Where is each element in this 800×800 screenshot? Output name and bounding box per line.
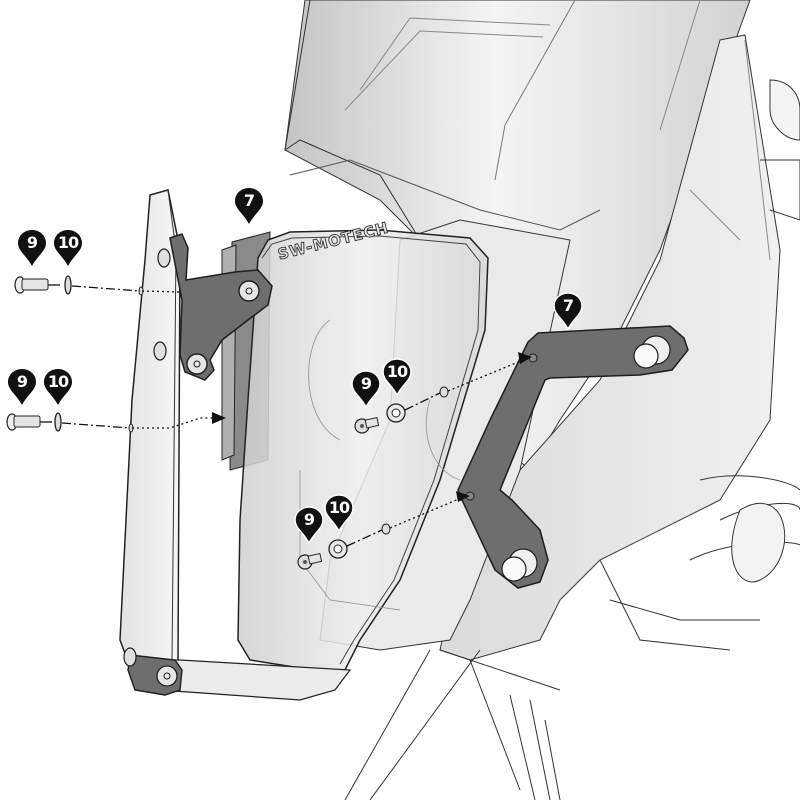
bracket-left [153, 233, 273, 381]
callout-part-9-screw: 9 [7, 368, 37, 406]
callout-label: 10 [57, 233, 79, 252]
screw-9-d [297, 552, 323, 570]
screw-9-c [354, 416, 380, 434]
callout-label: 7 [243, 191, 255, 210]
bracket-right [457, 325, 689, 589]
callout-part-9-screw: 9 [351, 370, 381, 408]
map-pin-marker-icon [382, 358, 412, 396]
callout-part-10-washer: 10 [382, 358, 412, 396]
callout-label: 10 [386, 362, 408, 381]
callout-label: 9 [303, 510, 315, 529]
washer-10-d [328, 539, 348, 559]
callout-part-9-screw: 9 [294, 506, 324, 544]
bracket-bottom-left [123, 647, 183, 696]
map-pin-marker-icon [44, 369, 72, 405]
callout-label: 10 [328, 498, 350, 517]
callout-label: 7 [562, 296, 574, 315]
callout-part-7-bracket-right: 7 [553, 292, 583, 330]
map-pin-marker-icon [54, 230, 82, 266]
callout-part-7-bracket-left: 7 [234, 187, 264, 225]
callout-part-10-washer: 10 [53, 229, 83, 267]
callout-part-10-washer: 10 [43, 368, 73, 406]
map-pin-marker-icon [294, 506, 324, 544]
washer-10-c [386, 403, 406, 423]
map-pin-marker-icon [18, 230, 46, 266]
map-pin-marker-icon [553, 292, 583, 330]
callout-label: 10 [47, 372, 69, 391]
washer-10-b [54, 412, 62, 432]
map-pin-marker-icon [351, 370, 381, 408]
washer-10-a [64, 275, 72, 295]
callout-label: 9 [360, 374, 372, 393]
callout-part-9-screw: 9 [17, 229, 47, 267]
callout-label: 9 [26, 233, 38, 252]
map-pin-marker-icon [8, 369, 36, 405]
map-pin-marker-icon [324, 494, 354, 532]
callout-label: 9 [16, 372, 28, 391]
assembly-guide-lines [40, 284, 529, 547]
callout-part-10-washer: 10 [324, 494, 354, 532]
map-pin-marker-icon [235, 188, 263, 224]
screw-9-a [14, 276, 49, 294]
screw-9-b [6, 413, 41, 431]
